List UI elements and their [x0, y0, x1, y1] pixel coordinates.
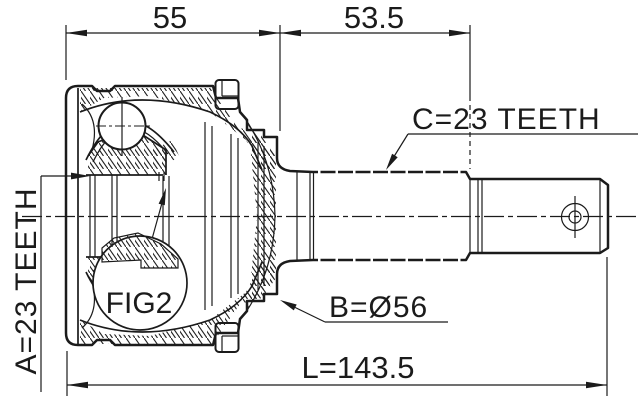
dimension-arrow: [259, 29, 280, 37]
label-a-teeth-text: A=23 TEETH: [10, 187, 43, 374]
dimension-53-5: 53.5: [280, 0, 471, 169]
leader-arrow: [280, 300, 297, 311]
label-c-teeth-text: C=23 TEETH: [412, 103, 601, 136]
dimension-55-text: 55: [153, 0, 187, 35]
label-a-teeth: A=23 TEETH: [10, 172, 90, 392]
dimension-arrow: [586, 381, 607, 389]
label-b-diameter: B=Ø56: [280, 291, 448, 324]
joint-body: [64, 79, 610, 353]
fig2-hatch-outline: [101, 232, 179, 269]
leader-arrow: [386, 153, 398, 170]
dimension-arrow: [280, 29, 301, 37]
fig2-detail: FIG2: [92, 188, 188, 331]
label-b-diameter-text: B=Ø56: [329, 291, 428, 324]
cage-wedge-top-hatch: [150, 140, 180, 165]
cavity-top-edge: [79, 99, 263, 171]
dimension-arrow: [66, 29, 87, 37]
dimension-length: L=143.5: [66, 257, 608, 396]
bottom-clip: [214, 322, 240, 353]
label-c-teeth: C=23 TEETH: [386, 103, 638, 170]
cavity-left-top-arc: [81, 103, 95, 151]
body-outer-profile: [64, 84, 610, 347]
leader-arrow: [71, 172, 90, 180]
cavity-bottom-edge: [79, 261, 263, 333]
fig2-label: FIG2: [106, 287, 173, 320]
dimension-length-text: L=143.5: [302, 350, 415, 385]
dimension-53-5-text: 53.5: [344, 0, 404, 35]
dimension-arrow: [449, 29, 470, 37]
top-clip: [214, 79, 240, 110]
fig2-hatch-block: [102, 233, 178, 268]
shaft-end-center-mark: [560, 196, 590, 238]
cavity-right-bottom-arc: [245, 215, 276, 313]
dimension-arrow: [67, 381, 88, 389]
dimension-55: 55: [65, 0, 281, 131]
drive-shaft: [296, 170, 601, 262]
fig2-leader-line: [151, 202, 163, 240]
fig2-leader-arrow: [158, 188, 166, 206]
